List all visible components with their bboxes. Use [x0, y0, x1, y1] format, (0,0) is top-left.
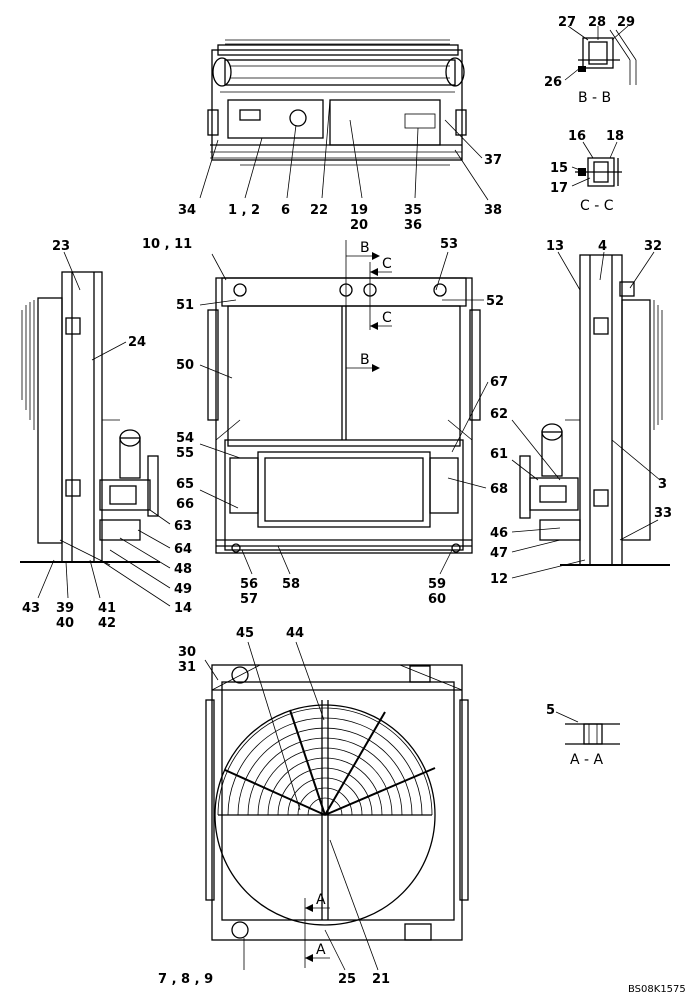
callout-62: 62	[490, 407, 508, 422]
callout-27: 27	[558, 15, 576, 30]
callout-42: 42	[98, 616, 116, 631]
section-arrow-a-bottom: A	[316, 942, 326, 958]
left-side-view	[20, 271, 160, 566]
section-labels: B - B C - C A - A B B C C A A	[316, 90, 614, 958]
callout-49: 49	[174, 582, 192, 597]
callout-51: 51	[176, 298, 194, 313]
callout-28: 28	[588, 15, 606, 30]
callouts-front: 10 , 11 53 51 52 50 54 55 65 66 56 57 58…	[142, 237, 508, 607]
callouts-rear: 30 31 45 44 5 7 , 8 , 9 25 21	[158, 626, 555, 987]
callout-5: 5	[546, 703, 555, 718]
callout-14: 14	[174, 601, 192, 616]
callout-24: 24	[128, 335, 146, 350]
section-arrow-c-top: C	[382, 256, 392, 272]
section-arrow-b-bottom: B	[360, 352, 370, 368]
callout-58: 58	[282, 577, 300, 592]
callout-40: 40	[56, 616, 74, 631]
callout-30: 30	[178, 645, 196, 660]
section-label-b-b: B - B	[578, 90, 611, 106]
callout-46: 46	[490, 526, 508, 541]
callout-34: 34	[178, 203, 196, 218]
callout-44: 44	[286, 626, 304, 641]
top-view	[207, 39, 467, 166]
callout-23: 23	[52, 239, 70, 254]
callout-15: 15	[550, 161, 568, 176]
callout-63: 63	[174, 519, 192, 534]
callout-68: 68	[490, 482, 508, 497]
callout-3: 3	[658, 477, 667, 492]
callout-54: 54	[176, 431, 194, 446]
callout-56: 56	[240, 577, 258, 592]
callout-48: 48	[174, 562, 192, 577]
callout-13: 13	[546, 239, 564, 254]
callout-12: 12	[490, 572, 508, 587]
front-view-leaders	[199, 251, 489, 575]
callout-10-11: 10 , 11	[142, 237, 192, 252]
callout-67: 67	[490, 375, 508, 390]
callout-39: 39	[56, 601, 74, 616]
callout-43: 43	[22, 601, 40, 616]
rear-view-leaders	[204, 641, 379, 971]
front-view	[207, 277, 481, 554]
callout-41: 41	[98, 601, 116, 616]
callout-32: 32	[644, 239, 662, 254]
callout-31: 31	[178, 660, 196, 675]
section-arrow-c-bottom: C	[382, 310, 392, 326]
callout-50: 50	[176, 358, 194, 373]
callout-22: 22	[310, 203, 328, 218]
section-arrow-a-top: A	[316, 892, 326, 908]
callout-57: 57	[240, 592, 258, 607]
callout-35: 35	[404, 203, 422, 218]
callout-4: 4	[598, 239, 607, 254]
right-side-view	[519, 254, 670, 566]
callouts-top: 27 28 29 26 16 18 15 17 34 1 , 2 6 22 19…	[178, 15, 635, 233]
callout-17: 17	[550, 181, 568, 196]
callout-16: 16	[568, 129, 586, 144]
callout-55: 55	[176, 446, 194, 461]
callout-47: 47	[490, 546, 508, 561]
rear-view	[205, 664, 469, 941]
callout-53: 53	[440, 237, 458, 252]
callout-59: 59	[428, 577, 446, 592]
callout-61: 61	[490, 447, 508, 462]
section-c-c-detail	[571, 141, 622, 187]
section-b-b-detail	[564, 25, 637, 85]
callout-66: 66	[176, 497, 194, 512]
callout-1-2: 1 , 2	[228, 203, 260, 218]
callout-18: 18	[606, 129, 624, 144]
callout-52: 52	[486, 294, 504, 309]
callout-26: 26	[544, 75, 562, 90]
section-a-a-detail	[555, 711, 620, 745]
callout-65: 65	[176, 477, 194, 492]
callout-6: 6	[281, 203, 290, 218]
fan-shroud-grille	[217, 707, 433, 816]
section-label-c-c: C - C	[580, 198, 614, 214]
drawing-code: BS08K1575	[628, 984, 686, 995]
callout-37: 37	[484, 153, 502, 168]
callout-64: 64	[174, 542, 192, 557]
callout-21: 21	[372, 972, 390, 987]
callout-60: 60	[428, 592, 446, 607]
callout-20: 20	[350, 218, 368, 233]
rear-view-section-marks	[304, 898, 330, 968]
callout-29: 29	[617, 15, 635, 30]
top-view-leaders	[199, 99, 489, 201]
section-arrow-b-top: B	[360, 240, 370, 256]
callouts-left: 23 24 63 64 48 49 14 43 39 40 41 42	[22, 239, 192, 631]
callout-25: 25	[338, 972, 356, 987]
callout-33: 33	[654, 506, 672, 521]
right-side-view-leaders	[511, 251, 661, 579]
callout-36: 36	[404, 218, 422, 233]
front-view-section-marks	[345, 240, 392, 380]
callout-45: 45	[236, 626, 254, 641]
callout-7-8-9: 7 , 8 , 9	[158, 972, 213, 987]
callout-38: 38	[484, 203, 502, 218]
callout-19: 19	[350, 203, 368, 218]
callouts-right: 13 4 32 62 61 3 33 46 47 12	[490, 239, 672, 587]
section-label-a-a: A - A	[570, 752, 604, 768]
left-side-view-leaders	[37, 251, 171, 607]
